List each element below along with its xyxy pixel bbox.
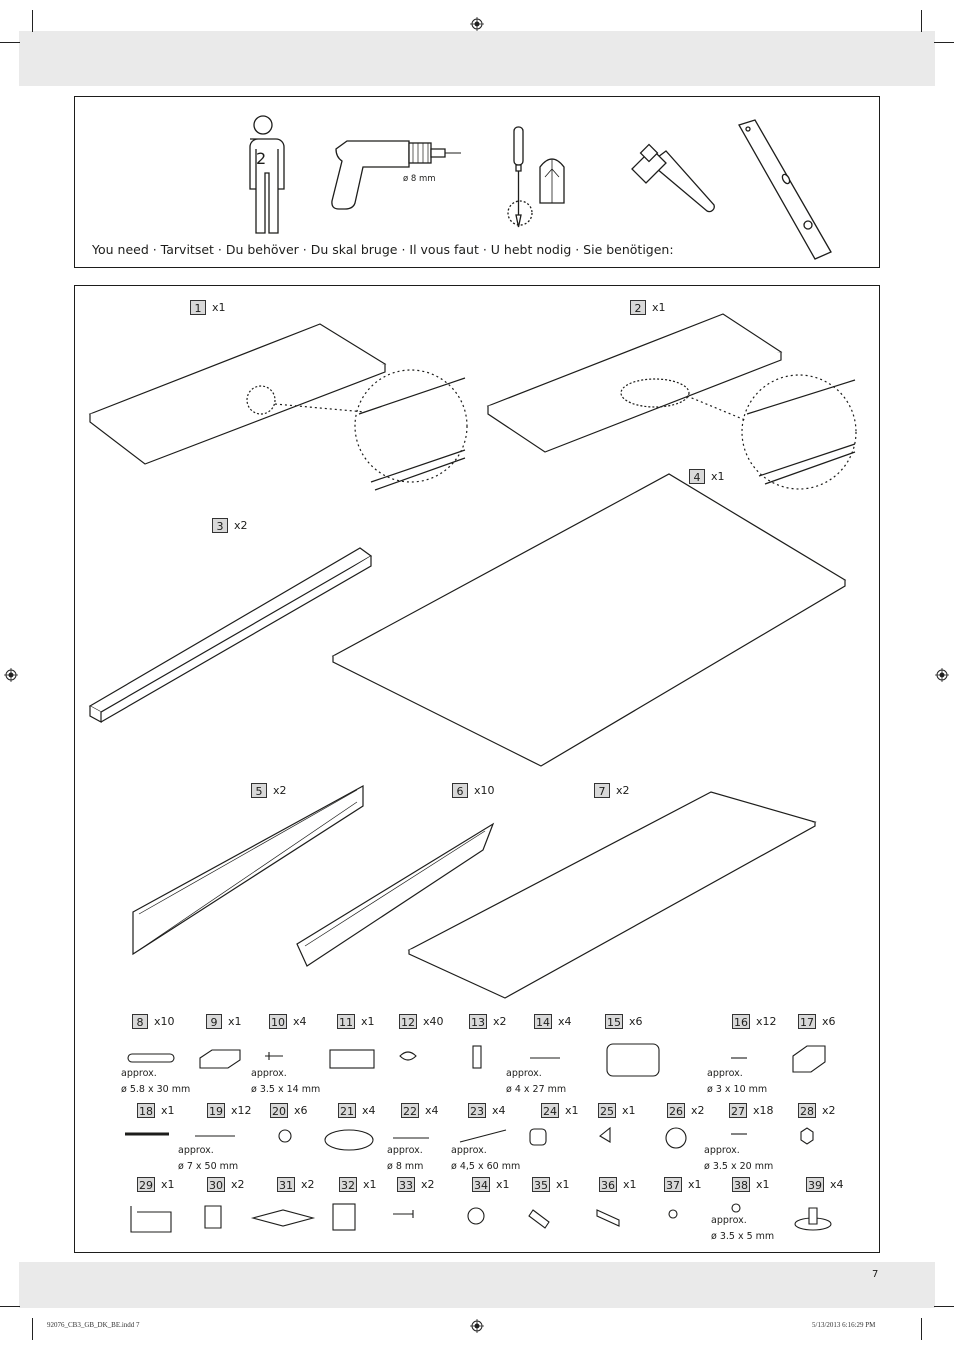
part-7-glass <box>407 791 817 999</box>
tools-illustration <box>249 115 832 260</box>
hardware-note: approx.ø 5.8 x 30 mm <box>121 1068 191 1095</box>
hardware-note: approx.ø 3.5 x 20 mm <box>704 1145 774 1172</box>
page-number: 7 <box>872 1269 879 1280</box>
part-2-board <box>486 313 783 453</box>
header-band <box>19 31 935 86</box>
crop-mark <box>32 1318 33 1340</box>
hardware-note: approx.ø 7 x 50 mm <box>178 1145 239 1172</box>
parts-illustration <box>88 313 857 999</box>
crop-mark <box>0 42 20 43</box>
tools-panel: 2 ø 8 mm You need · Tarvitset · Du behöv… <box>74 96 880 268</box>
person-icon <box>249 115 285 234</box>
crop-mark <box>921 10 922 32</box>
registration-mark-icon <box>470 1319 484 1333</box>
hardware-note: approx.ø 3 x 10 mm <box>707 1068 768 1095</box>
drill-icon <box>331 140 461 210</box>
crop-mark <box>32 10 33 32</box>
hardware-note: approx.ø 4,5 x 60 mm <box>451 1145 521 1172</box>
hardware-note: approx.ø 3.5 x 14 mm <box>251 1068 321 1095</box>
you-need-caption: You need · Tarvitset · Du behöver · Du s… <box>92 242 674 257</box>
spirit-level-icon <box>738 119 832 260</box>
part-2-detail <box>686 374 857 490</box>
registration-mark-icon <box>935 668 949 682</box>
crop-mark <box>934 42 954 43</box>
hammer-icon <box>631 143 715 213</box>
registration-mark-icon <box>470 17 484 31</box>
drill-bit-size: ø 8 mm <box>403 174 436 184</box>
footer-band <box>19 1262 935 1308</box>
crop-mark <box>934 1306 954 1307</box>
registration-mark-icon <box>4 668 18 682</box>
part-5-glass <box>132 784 364 956</box>
part-1-board <box>88 323 387 465</box>
part-4-panel <box>331 473 847 767</box>
part-1-detail <box>274 369 468 491</box>
screwdriver-icon <box>507 126 565 228</box>
hardware-note: approx.ø 3.5 x 5 mm <box>711 1215 775 1242</box>
crop-mark <box>921 1318 922 1340</box>
hardware-note: approx.ø 8 mm <box>387 1145 424 1172</box>
part-6-glass <box>296 822 495 967</box>
hardware-note: approx.ø 4 x 27 mm <box>506 1068 567 1095</box>
crop-mark <box>0 1306 20 1307</box>
print-timestamp: 5/13/2013 6:16:29 PM <box>812 1321 876 1329</box>
file-slug: 92076_CB3_GB_DK_BE.indd 7 <box>47 1321 140 1329</box>
part-3-rail <box>88 547 373 724</box>
person-count: 2 <box>256 149 267 168</box>
